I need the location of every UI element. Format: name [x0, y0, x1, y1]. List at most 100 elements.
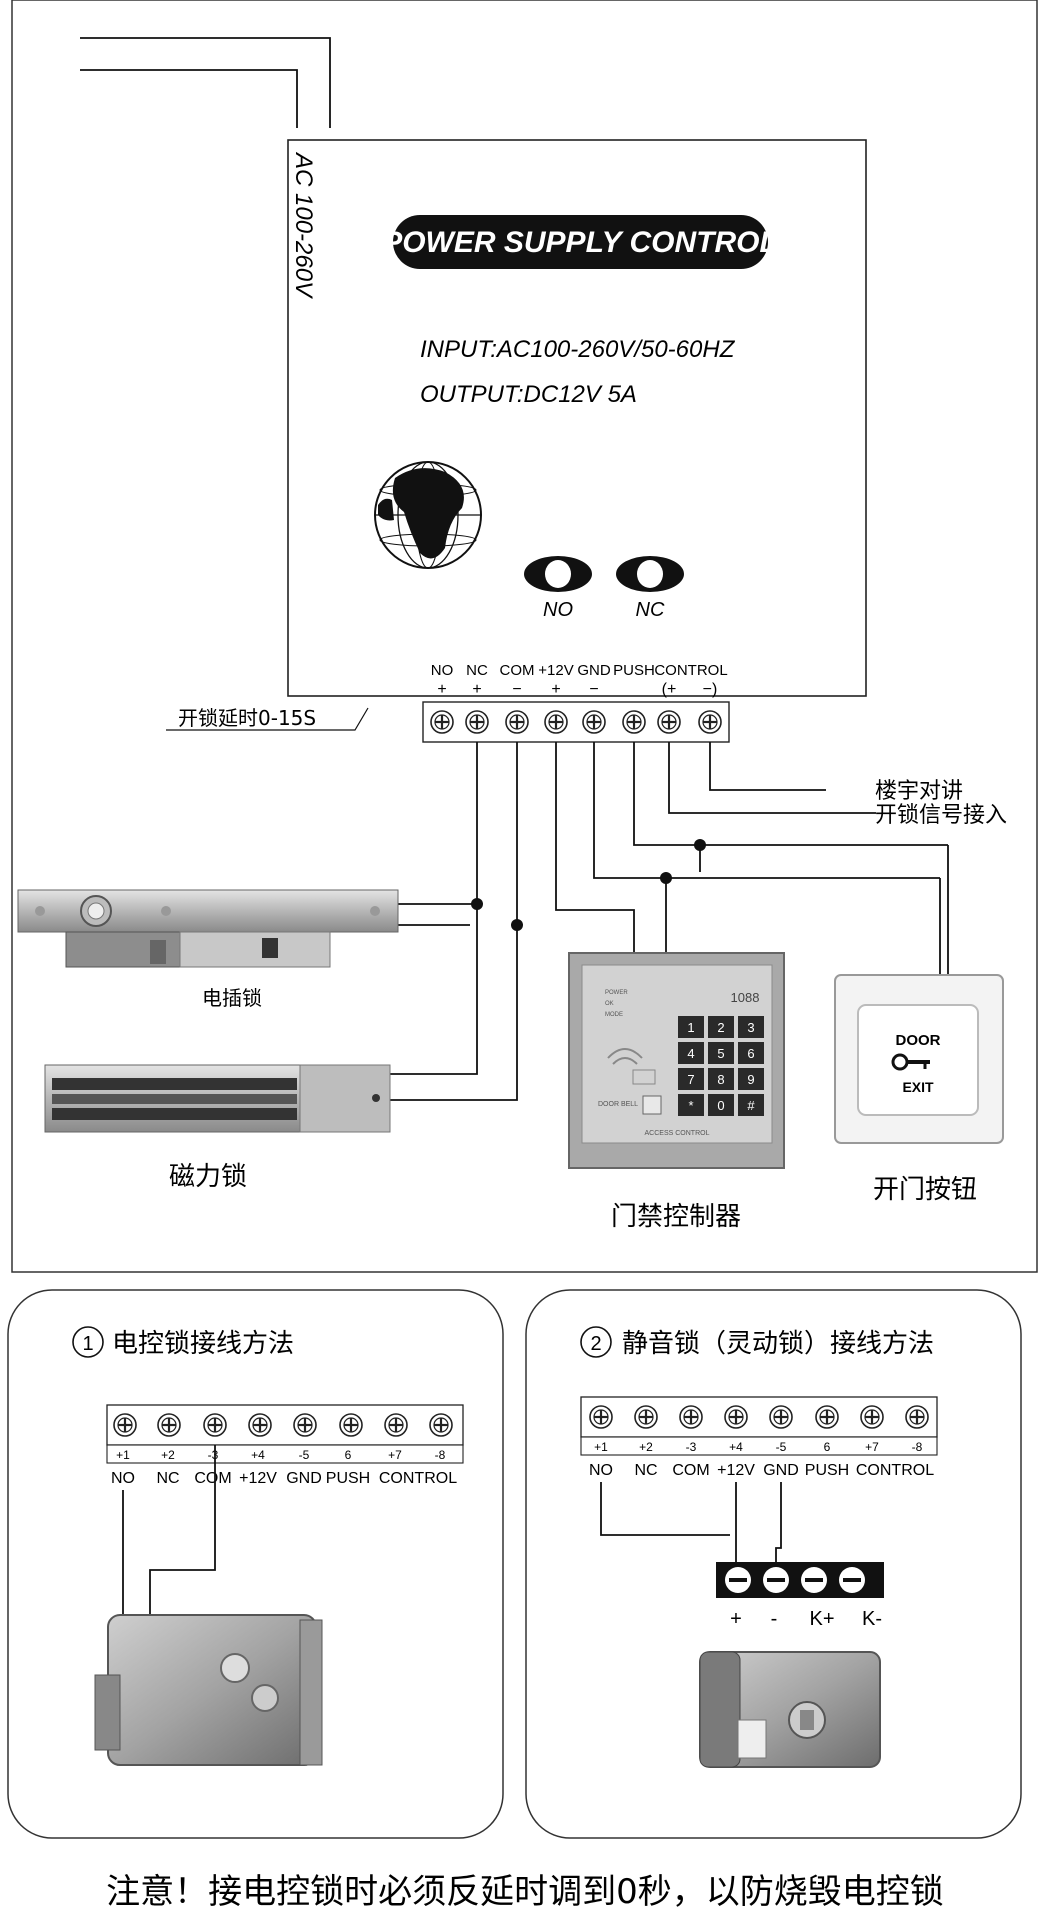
globe-icon	[374, 461, 482, 569]
delay-leader	[166, 707, 369, 731]
p1-name-nc: NC	[156, 1470, 179, 1487]
psu-term-no: NO	[431, 662, 454, 679]
exit-door-text: DOOR	[896, 1032, 941, 1049]
led-nc-label: NC	[636, 599, 665, 621]
psu-pol-4: +	[551, 681, 560, 698]
lock-term-kplus: K+	[809, 1608, 834, 1630]
banner-text: POWER SUPPLY CONTROL	[382, 226, 778, 259]
key-1[interactable]: 1	[678, 1016, 704, 1038]
unlock-signal-label: 开锁信号接入	[875, 803, 1007, 828]
p1-name-12v: +12V	[239, 1470, 277, 1487]
output-spec: OUTPUT:DC12V 5A	[420, 381, 637, 408]
exit-button-label: 开门按钮	[873, 1175, 977, 1205]
input-spec: INPUT:AC100-260V/50-60HZ	[420, 336, 736, 363]
key-7[interactable]: 7	[678, 1068, 704, 1090]
panel2-wires	[600, 1482, 782, 1565]
bolt-lock-image	[17, 889, 399, 968]
intercom-label: 楼宇对讲	[875, 779, 963, 804]
silent-lock-image	[699, 1651, 881, 1768]
keypad-brand: 1088	[731, 990, 760, 1005]
key-hash[interactable]: #	[738, 1094, 764, 1116]
mag-lock-image	[44, 1064, 391, 1133]
panel1-number-circle	[72, 1326, 104, 1358]
psu-pol-8: −)	[703, 681, 718, 698]
delay-label: 开锁延时0-15S	[178, 706, 316, 730]
keypad-footer: ACCESS CONTROL	[645, 1130, 710, 1137]
key-star[interactable]: *	[678, 1094, 704, 1116]
p2-num-7: +7	[865, 1440, 879, 1454]
p2-name-push: PUSH	[805, 1462, 849, 1479]
panel2-title: 静音锁（灵动锁）接线方法	[622, 1329, 934, 1359]
p1-name-push: PUSH	[326, 1470, 370, 1487]
p2-num-2: +2	[639, 1440, 653, 1454]
mag-lock-label: 磁力锁	[169, 1162, 247, 1192]
psu-pol-2: +	[472, 681, 481, 698]
p1-name-no: NO	[111, 1470, 135, 1487]
p1-num-6: 6	[345, 1448, 352, 1462]
p1-num-4: +4	[251, 1448, 265, 1462]
key-3[interactable]: 3	[738, 1016, 764, 1038]
p2-num-1: +1	[594, 1440, 608, 1454]
led-no-icon	[524, 556, 592, 592]
access-controller-label: 门禁控制器	[611, 1202, 741, 1232]
key-0[interactable]: 0	[708, 1094, 734, 1116]
p2-name-gnd: GND	[763, 1462, 799, 1479]
psu-term-com: COM	[500, 662, 535, 679]
p2-num-8: -8	[912, 1440, 923, 1454]
key-2[interactable]: 2	[708, 1016, 734, 1038]
key-5[interactable]: 5	[708, 1042, 734, 1064]
ac-wire-2	[80, 69, 298, 128]
ac-label: AC 100-260V	[290, 151, 317, 299]
panel2-number-circle	[580, 1326, 612, 1358]
key-icon	[891, 1053, 930, 1071]
p2-num-5: -5	[776, 1440, 787, 1454]
p1-name-gnd: GND	[286, 1470, 322, 1487]
power-supply-banner	[393, 215, 768, 269]
p2-name-no: NO	[589, 1462, 613, 1479]
p1-num-5: -5	[299, 1448, 310, 1462]
psu-term-gnd: GND	[577, 662, 611, 679]
key-8[interactable]: 8	[708, 1068, 734, 1090]
psu-term-push: PUSH	[613, 662, 655, 679]
led-nc-icon	[616, 556, 684, 592]
p1-num-2: +2	[161, 1448, 175, 1462]
upper-frame	[11, 0, 1038, 1273]
key-9[interactable]: 9	[738, 1068, 764, 1090]
led-no-label: NO	[543, 599, 573, 621]
exit-button-device: DOOR EXIT	[834, 974, 1004, 1144]
panel2-number: 2	[590, 1333, 601, 1355]
psu-pol-5: −	[589, 681, 598, 698]
p1-num-3: -3	[208, 1448, 219, 1462]
p1-name-control: CONTROL	[379, 1470, 457, 1487]
panel1-frame	[7, 1289, 504, 1839]
keypad-led-mode: MODE	[605, 1012, 623, 1018]
key-6[interactable]: 6	[738, 1042, 764, 1064]
p2-num-4: +4	[729, 1440, 743, 1454]
lock-term-kminus: K-	[862, 1608, 882, 1630]
p1-num-7: +7	[388, 1448, 402, 1462]
junction-dots	[471, 839, 706, 931]
psu-term-control: CONTROL	[654, 662, 727, 679]
p2-num-3: -3	[686, 1440, 697, 1454]
psu-pol-1: +	[437, 681, 446, 698]
psu-term-12v: +12V	[538, 662, 573, 679]
panel1-title: 电控锁接线方法	[112, 1329, 294, 1359]
p2-name-12v: +12V	[717, 1462, 755, 1479]
electric-lock-image	[94, 1614, 323, 1766]
bolt-lock-label: 电插锁	[202, 986, 262, 1010]
wires	[384, 742, 949, 1101]
keypad-led-ok: OK	[605, 1001, 614, 1007]
p2-name-com: COM	[672, 1462, 709, 1479]
p2-name-control: CONTROL	[856, 1462, 934, 1479]
keypad-doorbell: DOOR BELL	[598, 1101, 638, 1108]
psu-term-nc: NC	[466, 662, 488, 679]
psu-pol-7: (+	[662, 681, 677, 698]
keypad-keys: 1 2 3 4 5 6 7 8 9 * 0 #	[678, 1016, 764, 1116]
p1-name-com: COM	[194, 1470, 231, 1487]
exit-text: EXIT	[902, 1079, 934, 1095]
key-4[interactable]: 4	[678, 1042, 704, 1064]
bell-icon	[642, 1095, 662, 1115]
lock-terminal-screws	[725, 1567, 865, 1593]
lock-term-plus: +	[730, 1608, 742, 1630]
